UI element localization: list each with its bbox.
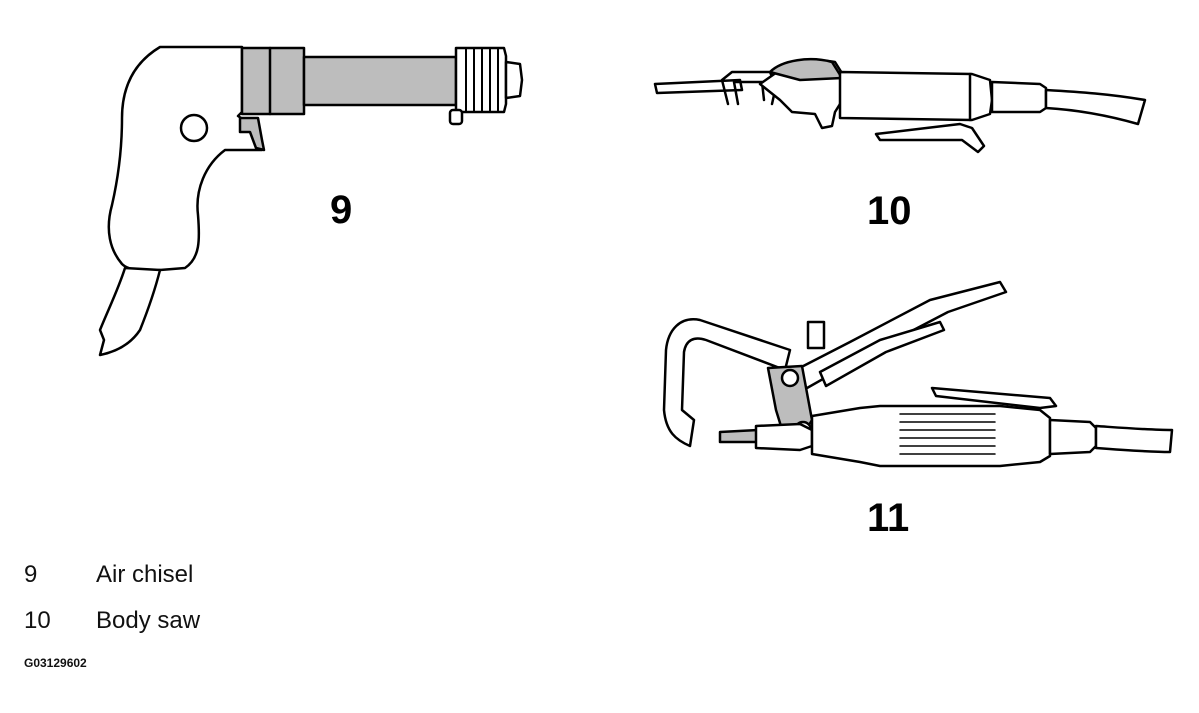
body-saw-blade <box>653 78 744 95</box>
callout-11: 11 <box>867 496 909 540</box>
drill-coupling <box>1048 418 1098 456</box>
callout-9: 9 <box>330 188 352 232</box>
body-saw-coupling <box>990 80 1048 114</box>
clamp-screw <box>806 320 826 350</box>
drill-hose <box>1094 424 1174 454</box>
callout-10: 10 <box>867 189 912 233</box>
air-chisel-barrel <box>302 55 458 107</box>
drill-throttle-lever <box>930 386 1058 410</box>
body-saw-lever <box>874 122 986 154</box>
clamp-lower-lever <box>818 320 946 388</box>
body-saw-hose <box>1044 88 1147 126</box>
figure-code: G03129602 <box>24 656 87 670</box>
body-saw-top-cover <box>768 58 844 82</box>
legend-number: 9 <box>24 561 38 588</box>
drill-bit <box>718 428 762 444</box>
legend-row: 10 Body saw <box>24 607 200 635</box>
legend-row: 9 Air chisel <box>24 561 193 589</box>
drill-motor-housing <box>810 404 1052 468</box>
air-chisel-hose <box>98 266 162 357</box>
clamp-pivot-upper <box>780 368 800 388</box>
air-chisel-ring <box>448 108 464 126</box>
air-chisel-drawing <box>98 45 524 357</box>
legend-label: Body saw <box>96 607 201 634</box>
spot-weld-drill-drawing <box>662 280 1174 468</box>
legend-number: 10 <box>24 607 51 634</box>
body-saw-drawing <box>653 58 1147 154</box>
air-chisel-spring-coils <box>465 47 499 113</box>
air-chisel-trigger <box>238 116 266 152</box>
legend-label: Air chisel <box>96 561 194 588</box>
drill-grip-lines <box>899 413 996 455</box>
drill-chuck <box>754 422 814 452</box>
air-chisel-button <box>179 113 209 143</box>
air-chisel-handle <box>107 45 264 272</box>
air-chisel-tip <box>504 60 524 100</box>
air-chisel-collar <box>240 46 306 116</box>
clamp-c-frame <box>662 318 792 448</box>
